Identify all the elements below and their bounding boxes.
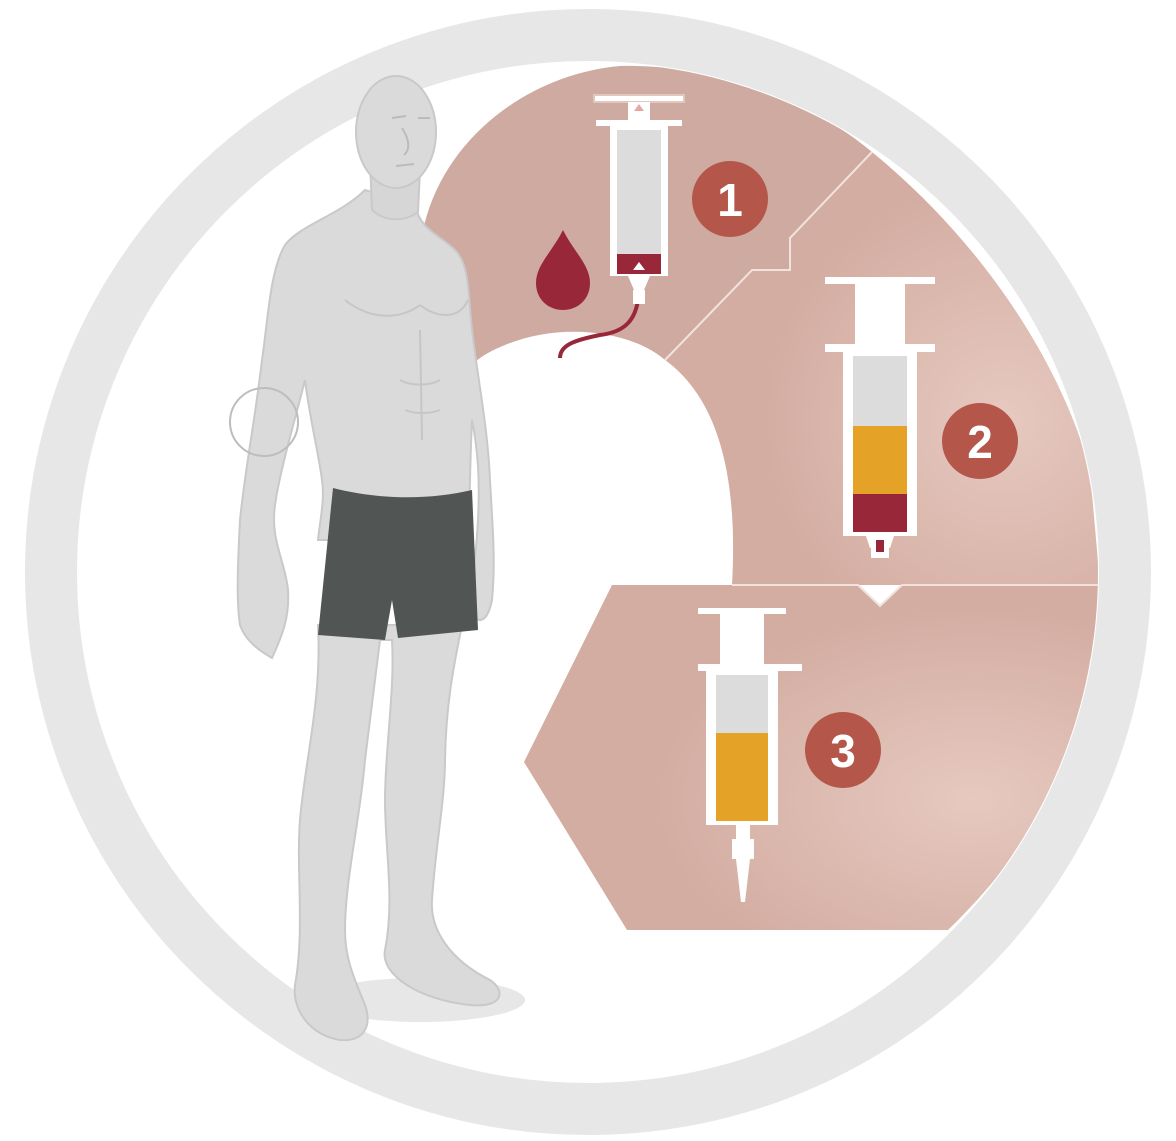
legs — [295, 625, 500, 1040]
step-number-3: 3 — [830, 725, 856, 777]
step-number-1: 1 — [717, 174, 743, 226]
step-badge-3: 3 — [805, 712, 881, 788]
step-number-2: 2 — [967, 416, 993, 468]
shorts — [318, 488, 478, 640]
head — [356, 76, 436, 188]
step-badge-1: 1 — [692, 161, 768, 237]
step-badge-2: 2 — [942, 403, 1018, 479]
